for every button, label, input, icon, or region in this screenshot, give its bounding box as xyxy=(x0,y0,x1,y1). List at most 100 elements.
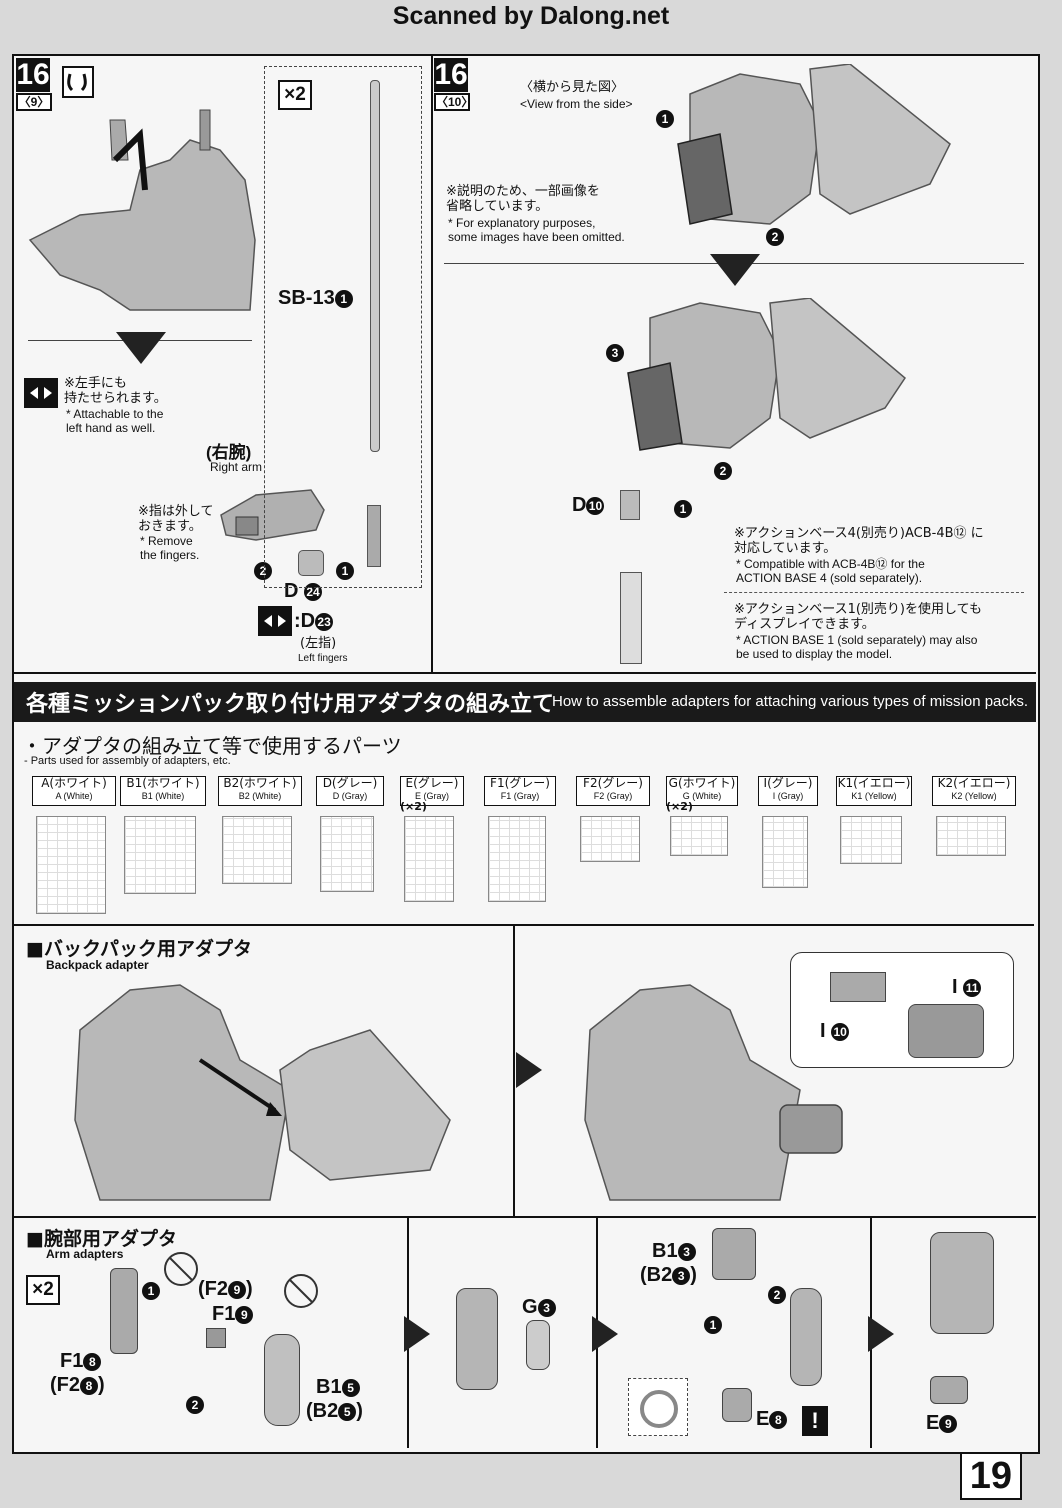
part-runner-en: A (White) xyxy=(55,791,93,801)
part-i11: I 11 xyxy=(952,976,982,999)
side-view-jp: 〈横から見た図〉 xyxy=(520,80,625,95)
part-runner-sheet xyxy=(320,816,374,892)
part-runner-label: K2(イエロー)K2 (Yellow) xyxy=(932,776,1016,806)
part-runner-sheet xyxy=(840,816,902,864)
arm-final-assy xyxy=(930,1232,994,1334)
part-f28-close: ) xyxy=(98,1374,105,1396)
side2-marker-2: 2 xyxy=(714,462,732,480)
d10-part xyxy=(620,490,640,520)
part-d23-letter: :D xyxy=(294,610,316,632)
ab1-note-jp: ※アクションベース1(別売り)を使用しても ディスプレイできます。 xyxy=(734,602,982,632)
part-b23-close: ) xyxy=(690,1264,697,1286)
part-runner-en: F2 (Gray) xyxy=(593,791,633,801)
e8-part xyxy=(722,1388,752,1422)
no-cut-icon-1 xyxy=(164,1252,198,1286)
f18-part xyxy=(110,1268,138,1354)
side2-marker-3: 3 xyxy=(606,344,624,362)
part-runner-en: F1 (Gray) xyxy=(500,791,540,801)
divider-backpack-bottom xyxy=(14,1216,1036,1218)
arm-marker-2: 2 xyxy=(186,1396,204,1414)
no-cut-icon-2 xyxy=(284,1274,318,1308)
part-i10-num: 10 xyxy=(831,1022,850,1041)
adapter-header-jp: 各種ミッションパック取り付け用アダプタの組み立て xyxy=(26,692,555,717)
fingers-note-jp: ※指は外して おきます。 xyxy=(138,504,214,534)
right-arm-illustration xyxy=(220,489,325,541)
arm-next-arrow-2 xyxy=(592,1316,618,1352)
step-sub-10: 〈10〉 xyxy=(434,93,474,111)
parts-title-jp: ・アダプタの組み立て等で使用するパーツ xyxy=(22,734,402,758)
part-runner-sheet xyxy=(488,816,546,902)
part-runner-sheet xyxy=(222,816,292,884)
part-d24-letter: D xyxy=(284,580,299,602)
down-arrow-2 xyxy=(710,254,760,286)
fingers-note-en: * Remove the fingers. xyxy=(140,534,200,562)
side-marker-1: 1 xyxy=(656,110,674,128)
ab-note-divider xyxy=(724,592,1024,594)
part-runner-jp: K2(イエロー) xyxy=(937,776,1011,790)
part-runner-jp: I(グレー) xyxy=(763,776,813,790)
left-hand-note-en: * Attachable to the left hand as well. xyxy=(66,407,164,435)
part-runner-multiplier: (×2) xyxy=(666,800,693,813)
sb13-dashed-box xyxy=(264,66,422,588)
f19-small-part xyxy=(206,1328,226,1348)
b13-part xyxy=(712,1228,756,1280)
part-runner-en: B1 (White) xyxy=(141,791,185,801)
part-runner-jp: D(グレー) xyxy=(322,776,378,790)
part-runner-label: F2(グレー)F2 (Gray) xyxy=(576,776,650,806)
part-runner-sheet xyxy=(404,816,454,902)
step-number-16b: 16 xyxy=(434,58,468,92)
attach-icon xyxy=(24,378,58,408)
part-runner-sheet xyxy=(762,816,808,888)
divider-step16 xyxy=(431,56,433,672)
part-b15-num: 5 xyxy=(341,1378,360,1397)
part-runner-sheet xyxy=(670,816,728,856)
part-runner-label: K1(イエロー)K1 (Yellow) xyxy=(836,776,912,806)
part-g3-text: G xyxy=(522,1296,538,1318)
hand-swap-icon xyxy=(62,66,94,98)
adapter-header-en: How to assemble adapters for attaching v… xyxy=(552,693,1029,710)
e9-part xyxy=(930,1376,968,1404)
sb13-rod xyxy=(370,80,380,452)
page-number: 19 xyxy=(959,1452,1022,1500)
side-view-en: <View from the side> xyxy=(520,97,633,111)
part-b25-close: ) xyxy=(356,1400,363,1422)
part-runner-en: E (Gray) xyxy=(414,791,449,801)
part-g3-num: 3 xyxy=(537,1298,556,1317)
part-b13-text: B1 xyxy=(652,1240,678,1262)
part-b25-text: (B2 xyxy=(306,1400,339,1422)
part-runner-label: B2(ホワイト)B2 (White) xyxy=(218,776,302,806)
part-f29-num: 9 xyxy=(228,1280,246,1299)
part-f18-num: 8 xyxy=(83,1352,102,1371)
arm-assy-2 xyxy=(790,1288,822,1386)
x2-badge: ×2 xyxy=(278,80,312,110)
adapter-section-header xyxy=(14,682,1036,722)
scan-watermark: Scanned by Dalong.net xyxy=(392,2,670,30)
stand-illustration xyxy=(620,572,642,664)
part-runner-jp: F2(グレー) xyxy=(583,776,643,790)
part-runner-label: G(ホワイト)G (White) xyxy=(666,776,738,806)
part-runner-sheet xyxy=(124,816,196,894)
part-d23-num: 23 xyxy=(315,612,334,631)
part-runner-label: I(グレー)I (Gray) xyxy=(758,776,818,806)
side-marker-2: 2 xyxy=(766,228,784,246)
part-runner-jp: B2(ホワイト) xyxy=(223,776,297,790)
part-runner-jp: E(グレー) xyxy=(405,776,459,790)
part-e8-num: 8 xyxy=(769,1410,788,1429)
side-view-illustration-1 xyxy=(677,64,951,225)
divider-backpack-mid xyxy=(513,926,515,1216)
part-e9-text: E xyxy=(926,1412,940,1434)
part-b13-num: 3 xyxy=(677,1242,696,1261)
part-i11-num: 11 xyxy=(963,978,982,997)
part-runner-en: D (Gray) xyxy=(332,791,368,801)
